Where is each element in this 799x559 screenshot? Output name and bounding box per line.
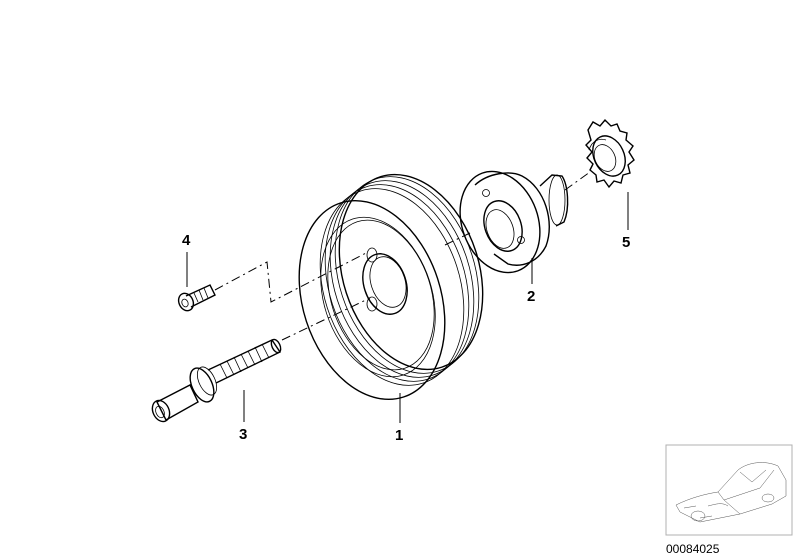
part-2-hub[interactable] <box>447 160 569 284</box>
callout-3: 3 <box>239 426 247 443</box>
callout-2: 2 <box>527 288 535 305</box>
leader-lines <box>186 192 629 423</box>
assembly-lines <box>214 171 591 341</box>
part-5-sprocket[interactable] <box>585 118 635 189</box>
callout-5: 5 <box>622 234 630 251</box>
callout-1: 1 <box>395 427 403 444</box>
car-thumbnail[interactable] <box>665 444 793 536</box>
callout-4: 4 <box>182 232 191 249</box>
part-1-belt-pulley[interactable] <box>275 156 507 418</box>
doc-number: 00084025 <box>666 542 720 556</box>
part-3-central-bolt[interactable] <box>149 338 282 424</box>
part-4-screw[interactable] <box>176 284 216 313</box>
